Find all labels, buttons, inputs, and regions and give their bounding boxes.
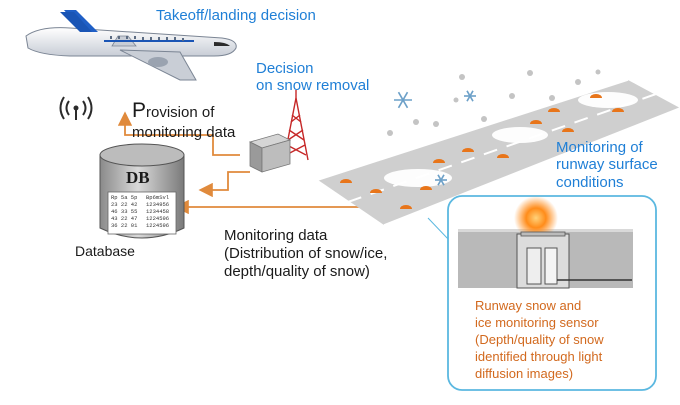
sensor-line-1: Runway snow and	[475, 298, 582, 313]
svg-text:1234458: 1234458	[146, 208, 169, 215]
equipment-box-icon	[248, 133, 292, 173]
svg-text:Rp 5a 5p: Rp 5a 5p	[111, 194, 137, 201]
sensor-label: Runway snow and ice monitoring sensor (D…	[475, 298, 604, 382]
decision-line-2: on snow removal	[256, 77, 370, 95]
provision-line-2: monitoring data	[132, 124, 236, 142]
takeoff-decision-label: Takeoff/landing decision	[156, 7, 316, 24]
provision-arrow	[117, 111, 240, 156]
feed-arrow	[198, 171, 250, 198]
monitoring-line-2: runway surface	[556, 156, 658, 174]
svg-text:36 22 01: 36 22 01	[111, 222, 138, 229]
svg-text:23 22 42: 23 22 42	[111, 201, 137, 208]
airplane-icon	[25, 10, 237, 81]
sensor-line-3: (Depth/quality of snow	[475, 331, 604, 347]
database-label: Database	[75, 243, 135, 259]
svg-text:1234956: 1234956	[146, 201, 169, 208]
runway-light-icon	[340, 94, 624, 209]
db-badge: DB	[126, 168, 150, 187]
sensor-line-4: identified through light	[475, 348, 603, 364]
decision-line-1: Decision	[256, 60, 314, 77]
snow-dots	[387, 69, 601, 136]
runway-monitoring-label: Monitoring of runway surface conditions	[556, 139, 658, 191]
database-cylinder-icon: Rp 5a 5p 23 22 42 46 33 55 43 22 47 36 2…	[99, 143, 185, 239]
monitoring-data-line-1: Monitoring data	[224, 227, 328, 244]
provision-label: Provision of monitoring data	[132, 98, 235, 143]
provision-line-1: rovision of	[146, 104, 215, 121]
sensor-line-2: ice monitoring sensor	[475, 314, 599, 330]
svg-text:1224596: 1224596	[146, 215, 169, 222]
monitoring-data-label: Monitoring data (Distribution of snow/ic…	[224, 227, 387, 281]
runway	[317, 79, 680, 226]
monitoring-data-line-3: depth/quality of snow)	[224, 263, 370, 280]
svg-text:43 22 47: 43 22 47	[111, 215, 137, 222]
provision-initial: P	[132, 99, 147, 122]
sensor-line-5: diffusion images)	[475, 365, 574, 381]
svg-text:46 33 55: 46 33 55	[111, 208, 137, 215]
monitoring-line-1: Monitoring of	[556, 139, 643, 156]
snowflake-icon	[394, 90, 476, 186]
snow-removal-decision-label: Decision on snow removal	[256, 60, 369, 95]
monitoring-data-line-2: (Distribution of snow/ice,	[224, 245, 388, 262]
svg-text:Bp6mSvl: Bp6mSvl	[146, 194, 169, 201]
svg-text:1224596: 1224596	[146, 222, 169, 229]
sensor-callout	[447, 195, 657, 391]
wireless-signal-icon	[59, 96, 93, 120]
monitoring-line-3: conditions	[556, 173, 624, 191]
